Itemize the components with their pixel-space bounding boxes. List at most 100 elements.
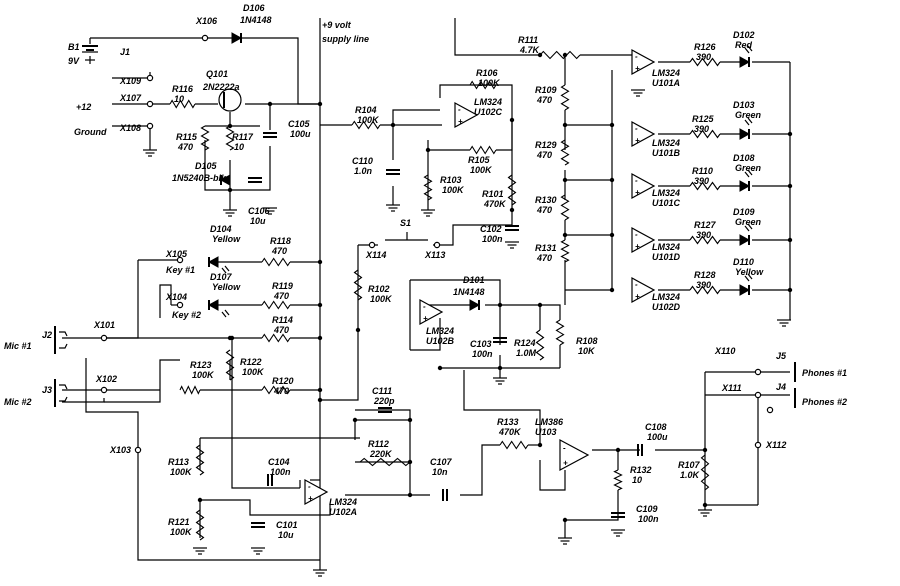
- led-name: D104: [210, 224, 232, 234]
- junction-dot: [355, 327, 361, 333]
- junction-dot: [197, 497, 203, 503]
- terminal-x102: [100, 386, 108, 394]
- diode-name: D101: [463, 275, 485, 285]
- capacitor-name: C104: [268, 457, 290, 467]
- jack-name: J3: [42, 385, 52, 395]
- resistor-value: 10: [632, 475, 642, 485]
- resistor-r121: [195, 509, 205, 541]
- resistor-value: 100K: [357, 115, 380, 125]
- capacitor-value: 10u: [278, 530, 294, 540]
- terminal-x101: [100, 334, 108, 342]
- junction-dot: [317, 387, 323, 393]
- wire: [241, 37, 320, 105]
- resistor-name: R101: [482, 189, 504, 199]
- led-name: D108: [733, 153, 755, 163]
- junction-dot: [609, 232, 615, 238]
- led-icon: [739, 284, 751, 296]
- resistor-value: 4.7K: [519, 45, 541, 55]
- junction-dot: [317, 335, 323, 341]
- jack-contact: [59, 396, 68, 402]
- jack-label: Phones #2: [802, 397, 847, 407]
- resistor-r129: [560, 139, 570, 166]
- diode-d101-icon: [469, 299, 481, 311]
- terminal-x108: [146, 122, 154, 130]
- resistor-r109: [560, 84, 570, 111]
- led-icon: [739, 128, 751, 140]
- resistor-r131: [560, 239, 570, 263]
- wire: [355, 409, 411, 462]
- junction-dot: [787, 183, 793, 189]
- jack-name: J2: [42, 330, 52, 340]
- resistor-name: R129: [535, 140, 557, 150]
- junction-dot: [425, 147, 431, 153]
- terminal-label: X101: [93, 320, 115, 330]
- key1-label: Key #1: [166, 265, 195, 275]
- plus-sign: +: [635, 64, 640, 73]
- junction-dot: [609, 287, 615, 293]
- wire: [500, 304, 561, 320]
- terminal-label: X114: [365, 250, 386, 260]
- resistor-name: R109: [535, 85, 557, 95]
- resistor-value: 100K: [242, 367, 265, 377]
- junction-dot: [229, 335, 235, 341]
- resistor-name: R133: [497, 417, 519, 427]
- light-arrow: [221, 267, 227, 274]
- resistor-name: R115: [176, 132, 198, 142]
- led-name: D109: [733, 207, 755, 217]
- minus-sign: -: [423, 302, 426, 311]
- opamp-unit: U102D: [652, 302, 681, 312]
- junction-dot: [437, 365, 443, 371]
- resistor-r113: [195, 444, 205, 476]
- capacitor-value: 10u: [250, 216, 266, 226]
- junction-dot: [267, 101, 273, 107]
- ground-label: Ground: [74, 127, 107, 137]
- resistor-name: R105: [468, 155, 491, 165]
- terminal-label: X104: [165, 292, 187, 302]
- diode-name: D105: [195, 161, 218, 171]
- transistor-name: Q101: [206, 69, 228, 79]
- resistor-r101: [507, 174, 517, 206]
- opamp-part: LM324: [652, 68, 680, 78]
- resistor-r104: [351, 120, 381, 130]
- junction-dot: [787, 237, 793, 243]
- diode-part: 1N4148: [240, 15, 272, 25]
- junction-dot: [537, 302, 543, 308]
- resistor-value: 100K: [170, 467, 193, 477]
- light-arrow: [744, 275, 750, 282]
- resistor-name: R128: [694, 270, 716, 280]
- resistor-value: 470: [536, 95, 552, 105]
- opamp-part: LM324: [652, 188, 680, 198]
- plus-sign: +: [635, 242, 640, 251]
- resistor-value: 100K: [192, 370, 215, 380]
- opamp-u101c: [631, 172, 656, 200]
- resistor-name: R118: [270, 236, 291, 246]
- light-arrow: [747, 169, 753, 176]
- resistor-value: 470: [177, 142, 193, 152]
- plus-sign: +: [308, 494, 313, 503]
- resistor-r115: [200, 125, 210, 151]
- resistor-name: R103: [440, 175, 462, 185]
- jack-contact: [59, 384, 68, 390]
- terminal-label: X110: [714, 346, 735, 356]
- terminal-label: X109: [119, 76, 141, 86]
- resistor-name: R130: [535, 195, 557, 205]
- transistor-q101-icon: [218, 88, 242, 112]
- resistor-value: 100K: [170, 527, 193, 537]
- wire: [427, 140, 470, 151]
- minus-sign: -: [635, 230, 638, 239]
- plus-sign: +: [423, 314, 428, 323]
- terminal-x112: [754, 441, 762, 449]
- resistor-r123: [179, 385, 201, 395]
- resistor-value: 10: [234, 142, 244, 152]
- plus12-label: +12: [76, 102, 91, 112]
- capacitor-value: 100n: [270, 467, 291, 477]
- wire: [159, 284, 172, 318]
- wire: [454, 18, 540, 56]
- junction-dot: [787, 131, 793, 137]
- wire: [255, 146, 271, 191]
- resistor-name: R113: [168, 457, 189, 467]
- minus-sign: -: [635, 176, 638, 185]
- opamp-part: LM324: [426, 326, 454, 336]
- resistor-r111: [539, 50, 581, 60]
- resistor-r127: [689, 235, 721, 245]
